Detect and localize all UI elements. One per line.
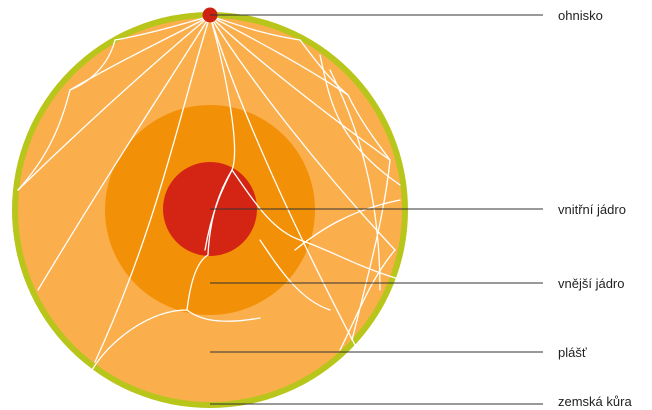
- seismic-ray: [69, 39, 116, 91]
- seismic-ray: [91, 169, 233, 371]
- seismic-ray: [17, 15, 211, 191]
- seismic-ray: [259, 239, 331, 311]
- seismic-ray: [94, 15, 211, 363]
- seismic-ray: [339, 249, 396, 351]
- seismic-ray: [319, 54, 401, 186]
- seismic-rays: [17, 15, 403, 371]
- seismic-ray: [209, 15, 396, 251]
- mantle-label: plášť: [558, 345, 587, 360]
- crust-label: zemská kůra: [558, 394, 632, 409]
- focus-label: ohnisko: [558, 8, 603, 23]
- seismic-ray: [231, 169, 403, 281]
- seismic-ray: [294, 199, 401, 251]
- outer-core-label: vnější jádro: [558, 276, 624, 291]
- seismic-ray: [351, 159, 391, 341]
- seismic-ray: [37, 15, 211, 291]
- seismic-ray: [17, 89, 71, 191]
- seismic-ray: [329, 69, 381, 291]
- seismic-ray: [347, 94, 391, 161]
- inner-core-label: vnitřní jádro: [558, 202, 626, 217]
- seismic-ray: [186, 309, 261, 322]
- seismic-ray: [209, 15, 391, 161]
- seismic-ray: [209, 15, 356, 346]
- seismic-ray: [209, 15, 349, 96]
